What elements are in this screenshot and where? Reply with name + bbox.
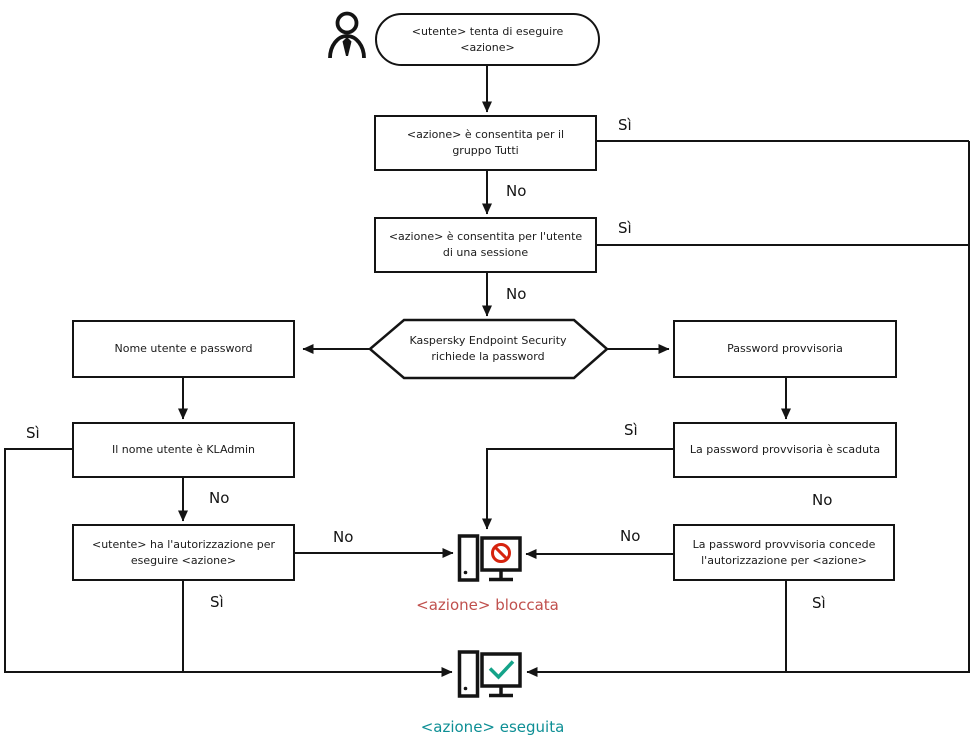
kladmin-node: Il nome utente è KLAdmin <box>72 422 295 478</box>
edge-label-kladmin-no: No <box>209 489 230 507</box>
edge-label-temp-grants-no: No <box>620 527 641 545</box>
edge-label-temp-grants-yes: Sì <box>812 594 826 612</box>
session-allowed-node: <azione> è consentita per l'utente di un… <box>374 217 597 273</box>
blocked-result-label: <azione> bloccata <box>416 596 559 614</box>
user-icon <box>328 11 366 59</box>
temp-expired-node: La password provvisoria è scaduta <box>673 422 897 478</box>
temp-password-node: Password provvisoria <box>673 320 897 378</box>
prohibition-icon <box>491 543 511 563</box>
executed-result-label: <azione> eseguita <box>420 718 565 736</box>
group-allowed-node: <azione> è consentita per il gruppo Tutt… <box>374 115 597 171</box>
edge-label-kladmin-yes: Sì <box>26 424 40 442</box>
decision-hexagon <box>368 318 609 380</box>
edge-label-user-auth-yes: Sì <box>210 593 224 611</box>
blocked-computer-icon <box>457 534 522 582</box>
username-password-node: Nome utente e password <box>72 320 295 378</box>
edge-label-session-no: No <box>506 285 527 303</box>
executed-computer-icon <box>457 650 522 698</box>
user-authorized-node: <utente> ha l'autorizzazione per eseguir… <box>72 524 295 581</box>
checkmark-icon <box>488 660 515 680</box>
edge-label-group-yes: Sì <box>618 116 632 134</box>
start-node: <utente> tenta di eseguire <azione> <box>375 13 600 66</box>
edge-label-user-auth-no: No <box>333 528 354 546</box>
temp-grants-node: La password provvisoria concede l'autori… <box>673 524 895 581</box>
connectors <box>4 66 970 677</box>
edge-label-session-yes: Sì <box>618 219 632 237</box>
edge-label-group-no: No <box>506 182 527 200</box>
request-password-node: Kaspersky Endpoint Security richiede la … <box>409 334 567 363</box>
edge-label-temp-expired-no: No <box>812 491 833 509</box>
edge-label-temp-expired-yes: Sì <box>624 421 638 439</box>
